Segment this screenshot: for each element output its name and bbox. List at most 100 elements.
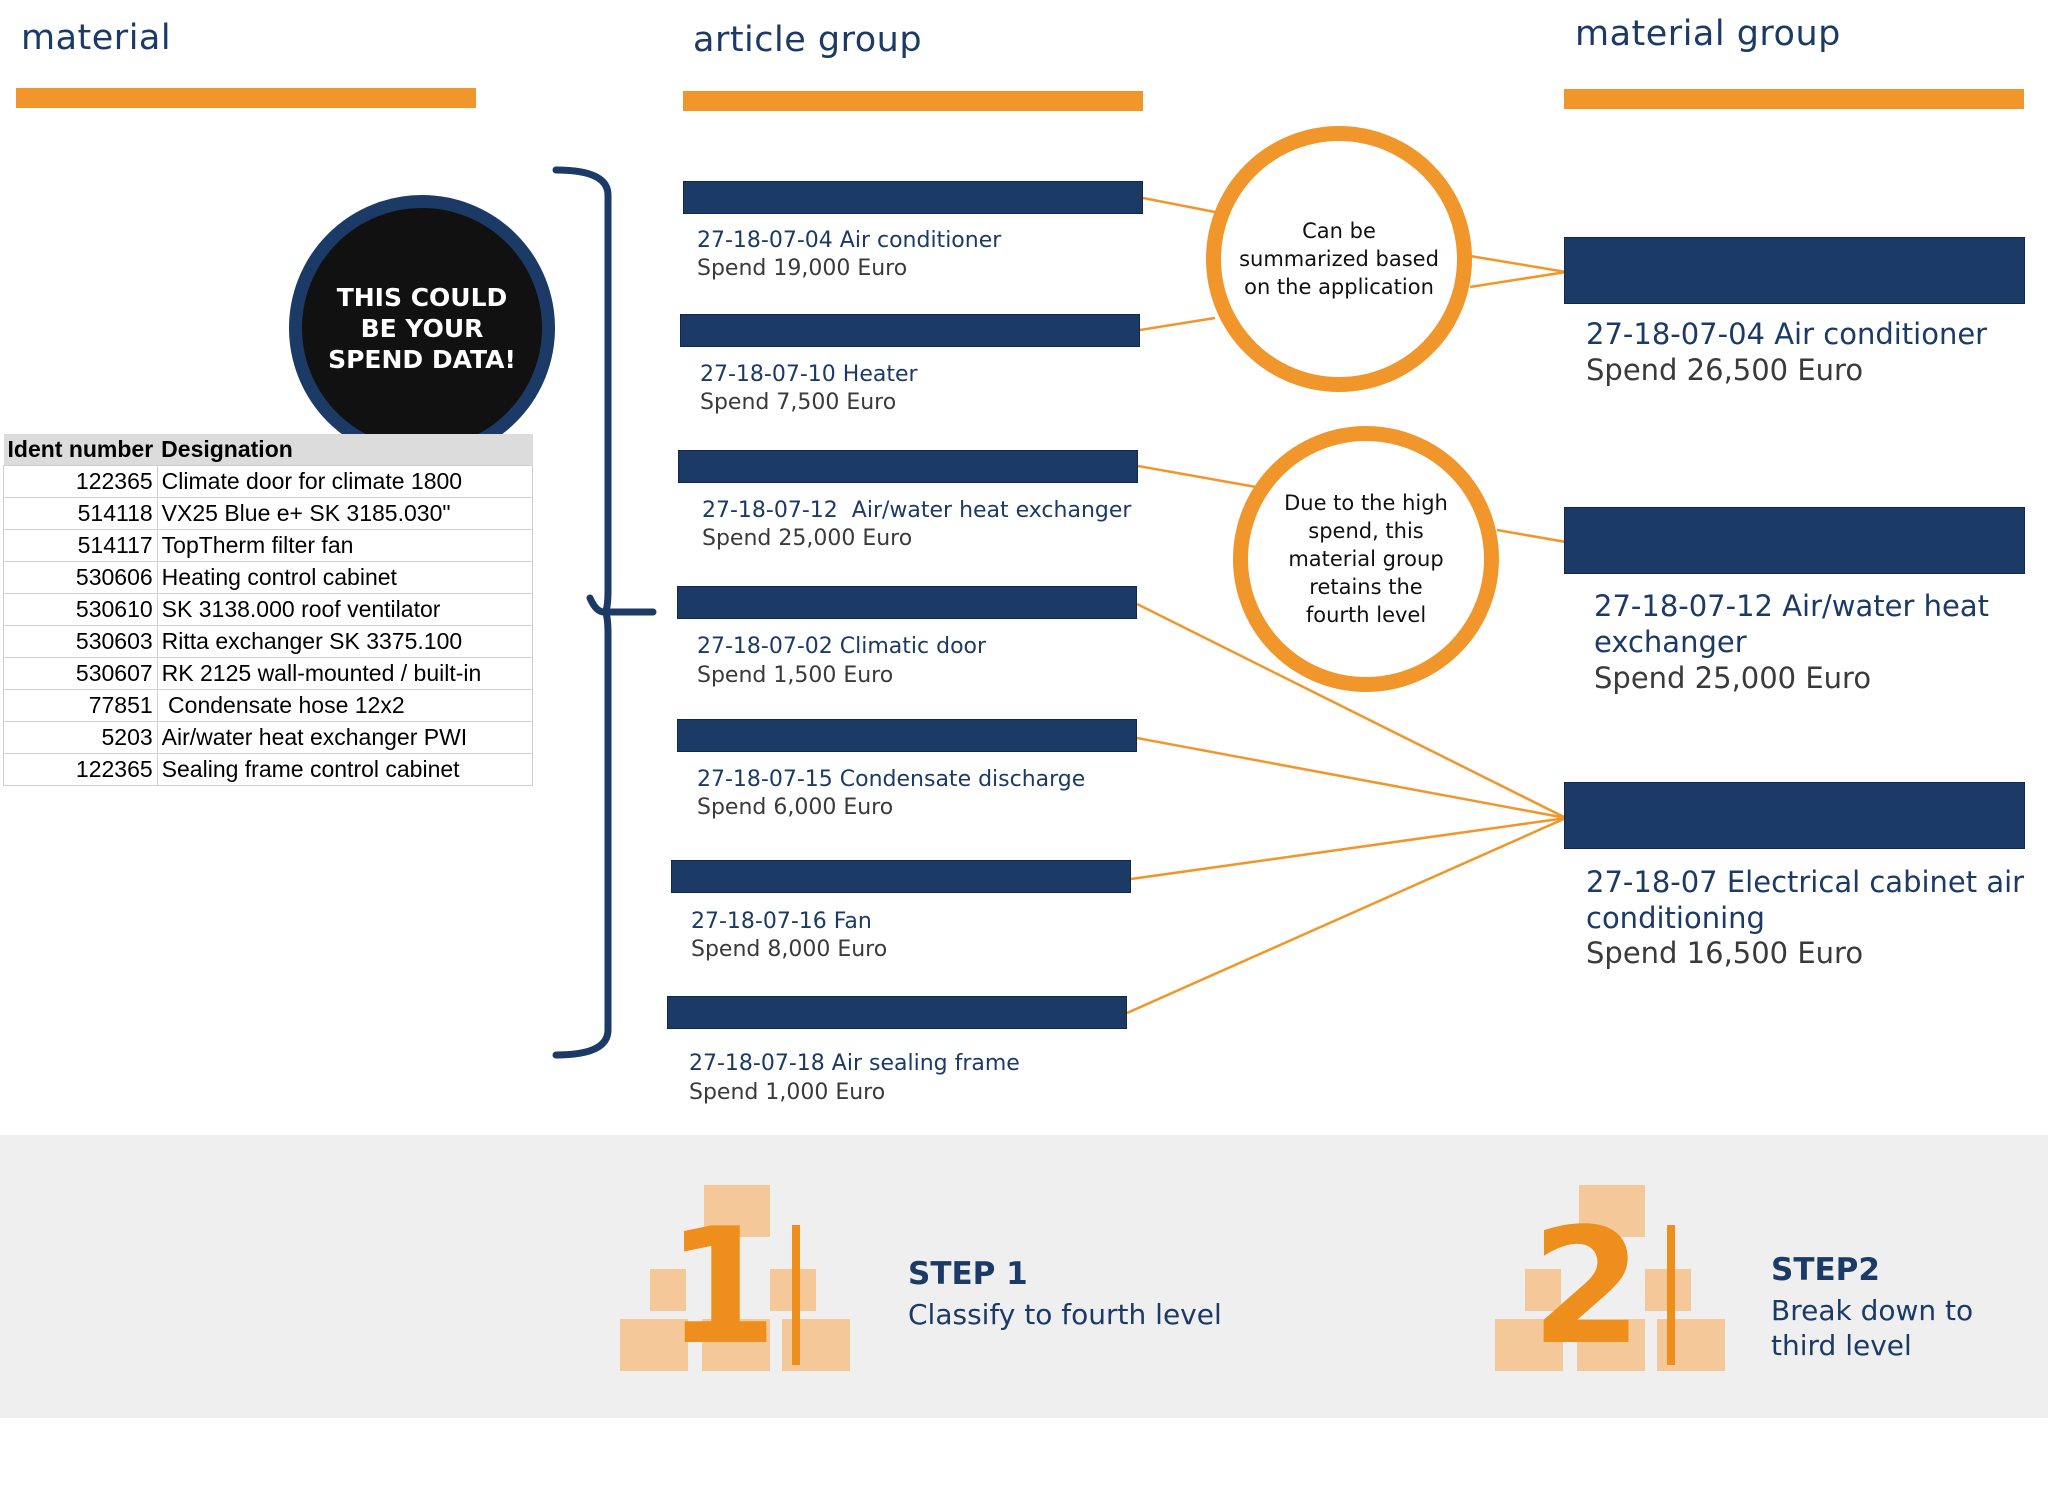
connector-line xyxy=(1136,736,1567,820)
material-group-name: 27-18-07-12 Air/water heat exchanger xyxy=(1594,589,1990,659)
ident-number: 122365 xyxy=(3,465,158,498)
article-spend: Spend 6,000 Euro xyxy=(697,795,894,820)
step-block xyxy=(1525,1269,1561,1311)
step-accent-line xyxy=(1667,1225,1675,1365)
connector-line xyxy=(1469,254,1567,274)
designation: TopTherm filter fan xyxy=(156,529,534,562)
step-1-graphic: 1 xyxy=(620,1185,850,1375)
material-group-spend: Spend 26,500 Euro xyxy=(1586,353,1864,387)
designation: RK 2125 wall-mounted / built-in xyxy=(156,657,534,690)
article-spend: Spend 1,500 Euro xyxy=(697,663,894,688)
article-spend: Spend 7,500 Euro xyxy=(700,390,897,415)
material-group-name: 27-18-07 Electrical cabinet air conditio… xyxy=(1586,865,2025,935)
table-header-row: Ident number Designation xyxy=(3,434,533,466)
article-name: 27-18-07-04 Air conditioner xyxy=(697,228,1002,253)
table-header: Designation xyxy=(157,434,533,466)
article-group-underline xyxy=(683,91,1143,111)
designation: Ritta exchanger SK 3375.100 xyxy=(156,625,534,658)
article-spend: Spend 19,000 Euro xyxy=(697,256,908,281)
ident-number: 530603 xyxy=(3,625,158,658)
article-name: 27-18-07-02 Climatic door xyxy=(697,634,987,659)
connector-line xyxy=(1136,602,1567,820)
article-spend: Spend 25,000 Euro xyxy=(702,526,913,551)
step-1-title: STEP 1 xyxy=(908,1256,1028,1292)
connector-line xyxy=(1139,316,1216,332)
article-name: 27-18-07-18 Air sealing frame xyxy=(689,1051,1020,1076)
ident-number: 77851 xyxy=(3,689,158,722)
ident-number: 530607 xyxy=(3,657,158,690)
designation: Condensate hose 12x2 xyxy=(156,689,534,722)
column-title-article-group: article group xyxy=(693,20,923,60)
step-1-text: Classify to fourth level xyxy=(908,1298,1222,1331)
designation: Heating control cabinet xyxy=(156,561,534,594)
ident-number: 122365 xyxy=(3,753,158,786)
retain-note-circle: Due to the high spend, this material gro… xyxy=(1233,426,1499,692)
article-name: 27-18-07-16 Fan xyxy=(691,909,872,934)
material-underline xyxy=(16,88,476,108)
spend-data-badge: THIS COULD BE YOUR SPEND DATA! xyxy=(289,195,555,461)
material-group-bar xyxy=(1564,507,2025,574)
ident-number: 514117 xyxy=(3,529,158,562)
step-block xyxy=(702,1319,770,1371)
designation: SK 3138.000 roof ventilator xyxy=(156,593,534,626)
step-block xyxy=(1577,1319,1645,1371)
article-bar xyxy=(678,450,1138,483)
step-block xyxy=(650,1269,686,1311)
step-2-text: Break down to third level xyxy=(1771,1294,1974,1362)
article-bar xyxy=(680,314,1140,347)
material-group-bar xyxy=(1564,237,2025,304)
column-title-material-group: material group xyxy=(1575,14,1841,54)
material-group-bar xyxy=(1564,782,2025,849)
article-bar xyxy=(667,996,1127,1029)
connector-line xyxy=(1137,464,1257,489)
article-spend: Spend 1,000 Euro xyxy=(689,1080,886,1105)
ident-number: 530610 xyxy=(3,593,158,626)
connector-line xyxy=(1130,816,1567,881)
designation: Climate door for climate 1800 xyxy=(156,465,534,498)
material-group-spend: Spend 25,000 Euro xyxy=(1594,661,1872,695)
step-block xyxy=(1579,1185,1645,1237)
brace-shape xyxy=(552,166,657,1059)
column-title-material: material xyxy=(21,18,172,58)
step-accent-line xyxy=(792,1225,800,1365)
step-block xyxy=(1495,1319,1563,1371)
table-row: 77851 Condensate hose 12x2 xyxy=(3,689,534,722)
connector-line xyxy=(1469,270,1567,289)
retain-note-text: Due to the high spend, this material gro… xyxy=(1284,491,1448,627)
article-bar xyxy=(677,719,1137,752)
article-name: 27-18-07-15 Condensate discharge xyxy=(697,767,1086,792)
material-group-name: 27-18-07-04 Air conditioner xyxy=(1586,317,1988,351)
article-name: 27-18-07-10 Heater xyxy=(700,362,918,387)
ident-number: 514118 xyxy=(3,497,158,530)
table-header: Ident number xyxy=(3,434,158,466)
step-2-graphic: 2 xyxy=(1495,1185,1725,1375)
designation: VX25 Blue e+ SK 3185.030" xyxy=(156,497,534,530)
summarize-note-circle: Can be summarized based on the applicati… xyxy=(1206,126,1472,392)
connector-line xyxy=(1142,196,1216,214)
connector-line xyxy=(1126,816,1567,1015)
step-block xyxy=(704,1185,770,1237)
step-number: 1 xyxy=(666,1193,778,1380)
designation: Sealing frame control cabinet xyxy=(156,753,534,786)
article-spend: Spend 8,000 Euro xyxy=(691,937,888,962)
material-group-underline xyxy=(1564,89,2024,109)
summarize-note-text: Can be summarized based on the applicati… xyxy=(1239,219,1439,299)
ident-number: 530606 xyxy=(3,561,158,594)
step-block xyxy=(620,1319,688,1371)
article-bar xyxy=(671,860,1131,893)
step-number: 2 xyxy=(1531,1193,1643,1380)
designation: Air/water heat exchanger PWI xyxy=(156,721,534,754)
ident-number: 5203 xyxy=(3,721,158,754)
connector-line xyxy=(1496,528,1567,544)
